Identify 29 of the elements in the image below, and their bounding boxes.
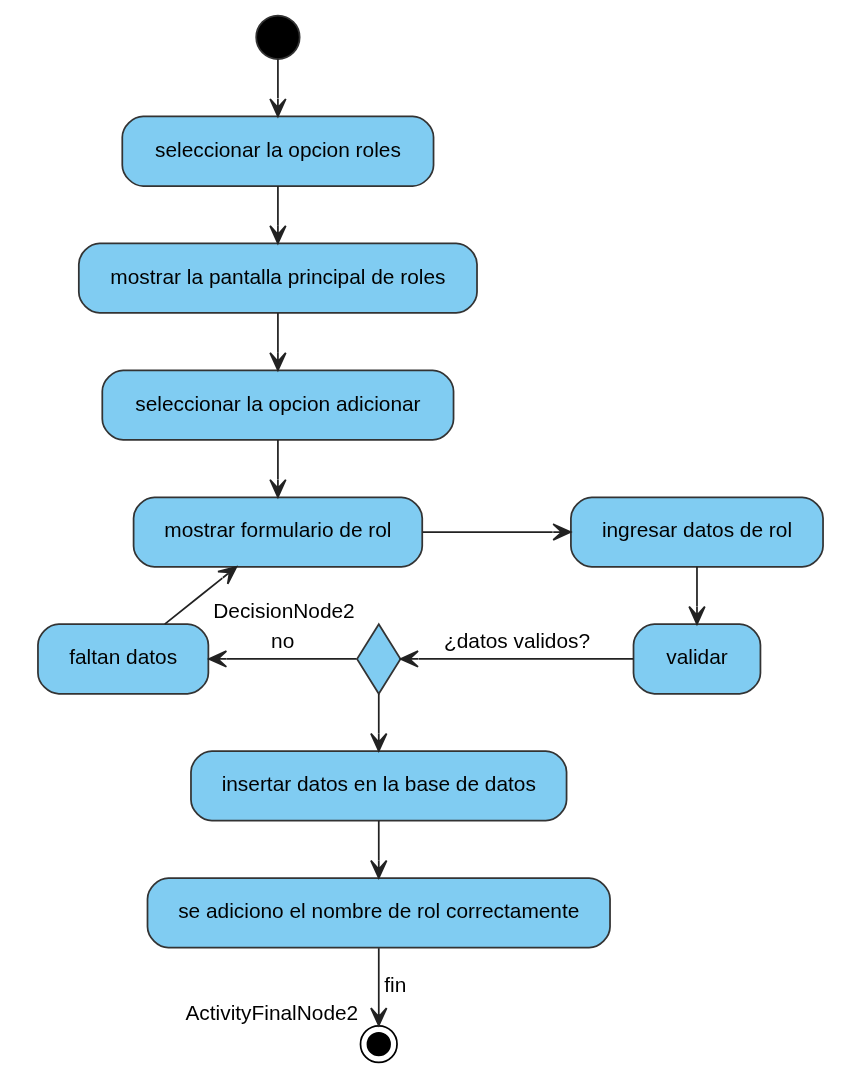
node-box: validar [632, 623, 762, 695]
node-circle [359, 1025, 398, 1064]
arrow [163, 566, 238, 625]
arrow [688, 566, 706, 625]
arrow [370, 947, 388, 1027]
arrow [208, 650, 358, 668]
node-box: se adiciono el nombre de rol correctamente [146, 877, 611, 949]
arrow [269, 312, 287, 372]
node-diamond [356, 622, 402, 696]
arrow [421, 523, 572, 541]
edge-label: fin [384, 973, 407, 997]
edge-label: ¿datos validos? [443, 628, 591, 652]
node-box: mostrar formulario de rol [132, 496, 424, 568]
node-box: seleccionar la opcion roles [121, 115, 435, 187]
node-box: ingresar datos de rol [570, 496, 824, 568]
node-circle [255, 14, 301, 60]
arrow [269, 185, 287, 245]
arrow [370, 692, 388, 752]
arrow [269, 439, 287, 498]
arrow [370, 819, 388, 879]
node-box: seleccionar la opcion adicionar [101, 369, 455, 441]
node-label: DecisionNode2 [213, 599, 355, 623]
arrow [399, 650, 635, 668]
node-box: mostrar la pantalla principal de roles [77, 242, 478, 314]
node-label: ActivityFinalNode2 [185, 1000, 359, 1024]
arrow [269, 58, 287, 118]
edge-label: no [271, 628, 295, 652]
node-box: faltan datos [37, 623, 210, 695]
node-box: insertar datos en la base de datos [190, 750, 568, 822]
